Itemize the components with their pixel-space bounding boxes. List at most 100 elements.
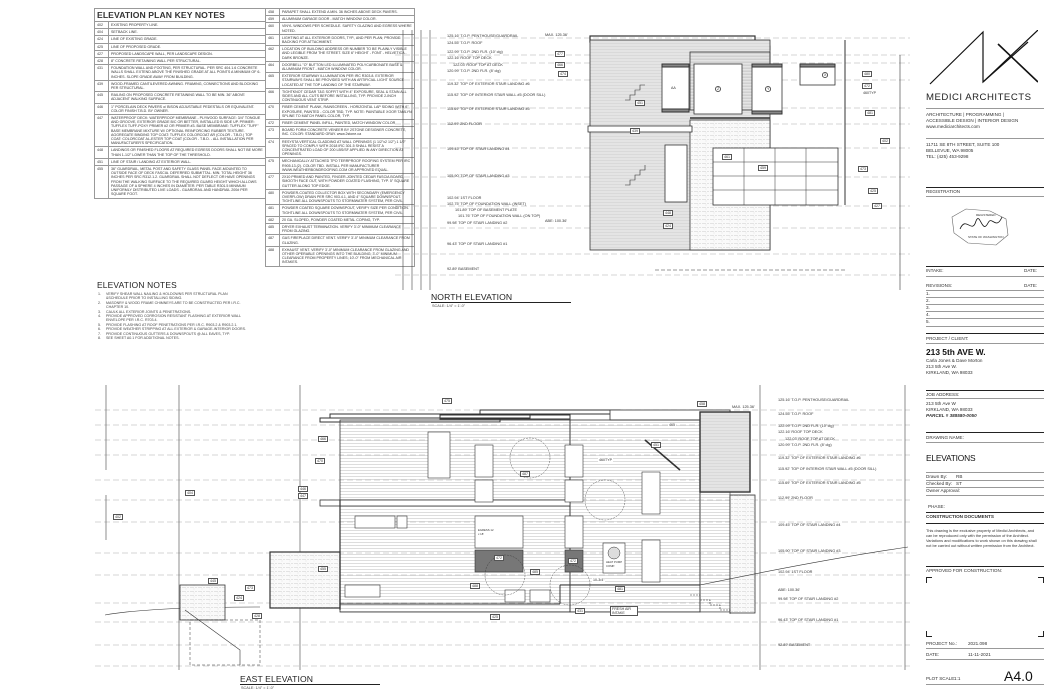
key-note-text: 1" PORCELAIN DECK PAVERS o/ BISON ADJUST…	[108, 102, 266, 116]
key-note-text: LANDINGS OR FINISHED FLOORS AT REQUIRED …	[108, 146, 266, 159]
tag-488: 488	[470, 583, 480, 589]
north-level-99-98: 99.98' TOP OF STAIR LANDING #2	[447, 221, 508, 225]
key-note-number: 473	[265, 126, 280, 139]
key-note-number: 480	[265, 188, 280, 206]
north-level-101-76: 101.76' TOP OF FOUNDATION WALL (ON TOP)	[458, 214, 541, 218]
key-note-text: EXTERIOR STAIRWAY ILLUMINATION PER IRC R…	[279, 72, 415, 89]
tag-472-b: 472	[568, 558, 578, 564]
egress-callout: EGRESS 12 x 18'	[477, 528, 495, 536]
elevation-note-text: PROVIDE CONTINUOUS GUTTERS & DOWNSPOUTS …	[106, 331, 230, 336]
north-abe: ABE: 100.36'	[545, 219, 568, 223]
intake-date-label: DATE:	[1024, 268, 1038, 273]
key-note-text: POWDER COATED SQUARE DOWNSPOUT, VERIFY S…	[279, 204, 415, 217]
elevation-note-text: MASONRY & WOOD FRAME CHIMNEYS ARE TO BE …	[106, 300, 241, 310]
elevation-note-item: 4.PROVIDE APPROVED CORROSION RESISTANT F…	[98, 314, 248, 323]
tag-439: 439	[630, 128, 640, 134]
plot-scale-label: PLOT SCALE:	[926, 676, 956, 681]
key-note-text: SETBACK LINE.	[108, 28, 266, 37]
key-note-number: 425	[94, 42, 109, 51]
client-name: Carla Jones & Dave Morton	[926, 358, 983, 363]
firm-phone: TEL: (425) 453-9298	[926, 154, 969, 159]
job-address-label: JOB ADDRESS:	[926, 392, 960, 397]
key-note-text: VINYL WINDOWS PER SCHEDULE. SAFETY GLAZI…	[279, 22, 415, 35]
tag-459: 459	[758, 165, 768, 171]
firm-name: MEDICI ARCHITECTS	[926, 92, 1032, 103]
key-note-text: 8" CONCRETE RETAINING WALL PER STRUCTURA…	[108, 57, 266, 66]
elevation-note-text: CAULK ALL EXTERIOR JOINTS & PENETRATIONS…	[106, 309, 192, 314]
key-note-text: 2X10 PRIMED AND PAINTED, FINGER-JOINTED …	[279, 173, 415, 190]
key-note-number: 487	[265, 234, 280, 247]
tag-window-x: X	[822, 72, 829, 78]
key-note-number: 459	[265, 15, 280, 24]
tag-475: 475	[442, 398, 452, 404]
tag-dim-10-3-4: 10-3/4"	[592, 578, 606, 582]
elevation-note-item: 1.VERIFY SHEAR WALL NAILING & HOLDOWNS P…	[98, 292, 248, 301]
elevation-note-text: PROVIDE FLASHING AT ROOF PENETRATIONS PE…	[106, 322, 238, 327]
title-block: MEDICI ARCHITECTS ARCHITECTURE | PROGRAM…	[926, 0, 1044, 700]
key-note-number: 477	[265, 173, 280, 190]
key-note-text: FIBER CEMENT PLANK, RAINSCREEN - HORIZON…	[279, 103, 415, 121]
key-note-text: LINE OF STAIR / LANDING AT EXTERIOR WALL…	[108, 157, 266, 167]
key-note-text: 36" GUARDRAIL, METAL POST AND SAFETY GLA…	[108, 165, 266, 199]
project-client-label: PROJECT / CLIENT:	[926, 336, 969, 341]
east-level-115-92: 115.92' TOP OF INTERIOR STAIR WALL #5 (D…	[778, 467, 877, 471]
elevation-note-number: 5.	[98, 322, 101, 327]
key-note-number: 462	[265, 45, 280, 62]
tag-425: 425	[868, 188, 878, 194]
east-level-112-99: 112.99' 2ND FLOOR	[778, 496, 813, 500]
heat-pump-callout: HEAT PUMP COMP.	[606, 560, 623, 568]
key-note-number: 451	[94, 157, 109, 167]
tag-402: 402	[113, 514, 123, 520]
elevation-note-number: 4.	[98, 314, 101, 319]
tag-470: 470	[315, 458, 325, 464]
east-level-92-89: 92.89' BASEMENT	[778, 643, 811, 647]
key-note-number: 445	[94, 91, 109, 104]
tag-472: 472	[862, 83, 872, 89]
north-level-102-75: 102.75' TOP OF FOUNDATION WALL (INSET)	[447, 202, 527, 206]
key-note-text: RESYSTA VERTICAL CLADDING AT WALL OPENIN…	[279, 137, 415, 159]
north-level-125-16: 125.16' T.O.P. PENTHOUSE/GUARDRAIL	[447, 34, 519, 38]
elevation-note-number: 8.	[98, 336, 101, 341]
east-level-125-16: 125.16' T.O.P. PENTHOUSE/GUARDRAIL	[778, 398, 850, 402]
drawing-name: ELEVATIONS	[926, 453, 976, 463]
north-level-105-90: 105.90' TOP OF STAIR LANDING #3	[447, 174, 510, 178]
east-level-120-99: 120.99' T.O.P. 2ND FLR. (8' clg)	[778, 443, 832, 447]
tag-458: 458	[697, 401, 707, 407]
north-level-122-03: 122.03' ROOF TOP AT DECK	[453, 63, 503, 67]
client-address-1: 213 5th Ave W.	[926, 364, 957, 369]
north-level-122-99: 122.99' T.O.P. 2ND FLR. (10' clg)	[447, 50, 503, 54]
copyright-disclaimer: This drawing is the exclusive property o…	[926, 528, 1037, 548]
key-note-text: DOORBELL "O" BUTTON LED ILLUMINATED POLY…	[279, 60, 415, 74]
key-note-text: POWDER-COATED COLLECTOR BOX WITH SECONDA…	[279, 188, 415, 206]
key-note-number: 448	[94, 146, 109, 159]
elevation-note-number: 1.	[98, 292, 101, 296]
sheet-number: A4.0	[1004, 668, 1033, 684]
website-link[interactable]: www.mediciarchitects.com	[926, 124, 980, 129]
key-note-text: WATERPROOF DECK: WATERPROOF MEMBRANE - P…	[108, 114, 266, 148]
key-note-text: FOUNDATION WALL AND FOOTING, PER STRUCTU…	[108, 64, 266, 81]
north-level-120-99: 120.99' T.O.P. 2ND FLR. (8' clg)	[447, 69, 501, 73]
north-level-101-89: 101.89' TOP OF BASEMENT PLATE	[455, 208, 517, 212]
key-note-text: LIGHTING AT ALL EXTERIOR DOORS, TYP., AN…	[279, 33, 415, 47]
east-level-109-45: 109.45' TOP OF STAIR LANDING #4	[778, 523, 841, 527]
north-level-109-45: 109.45' TOP OF STAIR LANDING #4	[447, 147, 510, 151]
key-note-number: 474	[265, 137, 280, 159]
firm-address-1: 11711 SE 8TH STREET, SUITE 100	[926, 142, 1000, 147]
key-note-text: FIBER CEMENT PANEL INFILL, PAINTED, MATC…	[279, 119, 415, 128]
north-max-height: MAX. 125.36'	[545, 33, 568, 37]
key-note-text: GAS FIREPLACE DIRECT VENT. VERIFY 3'-0" …	[279, 234, 415, 247]
key-note-number: 439	[94, 79, 109, 93]
